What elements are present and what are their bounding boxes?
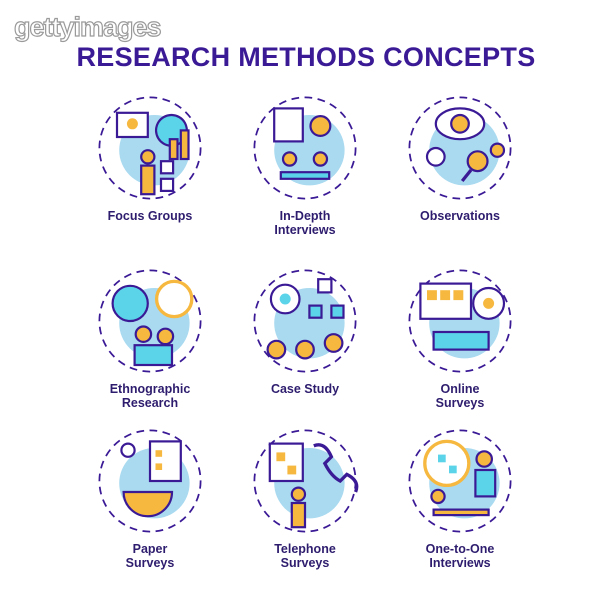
concept-label: Observations	[420, 209, 500, 223]
watermark-logo: gettyimages	[13, 11, 162, 42]
concept-item: Observations	[385, 93, 535, 223]
paper-surveys-icon	[98, 429, 202, 533]
case-study-icon	[253, 269, 357, 373]
page-title: RESEARCH METHODS CONCEPTS	[76, 42, 536, 72]
telephone-surveys-icon	[253, 429, 359, 533]
concept-item: Case Study	[230, 266, 380, 396]
concept-item: Focus Groups	[75, 93, 225, 223]
in-depth-interviews-icon	[253, 96, 357, 200]
one-to-one-interviews-icon	[408, 429, 512, 533]
observations-icon	[408, 96, 512, 200]
online-surveys-icon	[408, 269, 512, 373]
focus-groups-icon	[98, 96, 202, 200]
concept-label: Case Study	[270, 382, 340, 396]
ethnographic-research-icon	[98, 269, 202, 373]
concept-label: Focus Groups	[107, 209, 193, 223]
